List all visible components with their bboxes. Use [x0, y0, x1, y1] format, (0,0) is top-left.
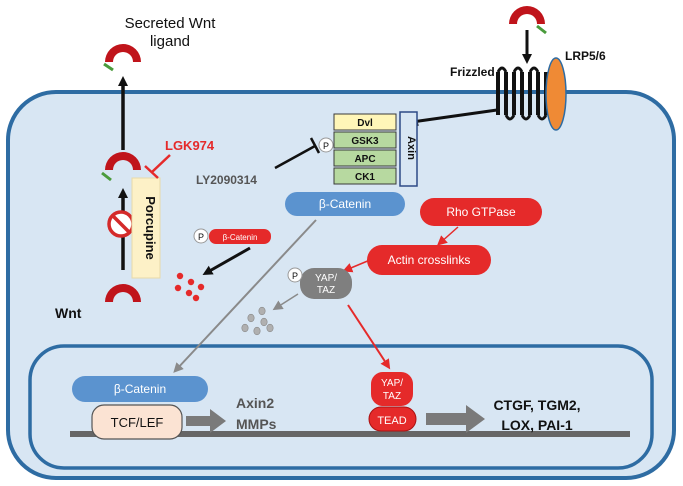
complex-box-ck1 [333, 167, 397, 185]
receptor-to-complex-arrow [408, 108, 498, 127]
ly2090314-label: LY2090314 [196, 173, 257, 187]
yap-p-label: P [292, 271, 298, 281]
beta-catenin-cyto-label: β-Catenin [319, 197, 371, 211]
degradation-arrow [202, 246, 251, 275]
beta-catenin-nuc-pill [72, 376, 208, 402]
actin-crosslinks-pill [367, 245, 491, 275]
lrp-label: LRP5/6 [565, 49, 606, 63]
yap-taz-nuc-label-1: YAP/ [381, 378, 403, 389]
yap-degraded-fragments [241, 306, 274, 336]
destruction-complex: Dvl GSK3 APC CK1 Axin [333, 111, 418, 187]
lgk974-inhibit-line [151, 154, 171, 173]
tcf-lef-box [91, 404, 183, 440]
yap-taz-cyto-pill [300, 268, 352, 299]
yap-taz-cyto-label-1: YAP/ [315, 273, 337, 284]
yap-p-marker [287, 267, 303, 283]
tead-transcription-arrow [426, 405, 485, 433]
complex-label-ck1: CK1 [355, 172, 375, 183]
lrp-receptor [545, 57, 567, 131]
targets-label-2: LOX, PAI-1 [501, 417, 573, 433]
porcupine-label: Porcupine [143, 196, 158, 260]
complex-p-label: P [323, 141, 329, 151]
yap-taz-cyto-label-2: TAZ [317, 285, 335, 296]
complex-label-dvl: Dvl [357, 118, 373, 129]
dna-line [70, 431, 630, 437]
p-beta-catenin-p-label: P [198, 232, 204, 242]
axin-box [399, 111, 418, 187]
rho-to-actin-arrow [437, 226, 459, 246]
actin-to-yap-arrow [342, 259, 371, 273]
degraded-fragments [174, 272, 205, 302]
mmps-label: MMPs [236, 416, 277, 432]
complex-p-marker [318, 137, 334, 153]
complex-label-gsk3: GSK3 [351, 136, 379, 147]
yap-taz-nuc-pill [371, 372, 413, 406]
complex-label-apc: APC [354, 154, 375, 165]
axin-label: Axin [405, 136, 417, 160]
yap-degradation-arrow [272, 293, 299, 311]
yap-nuclear-arrow [347, 304, 391, 370]
wnt-palmitoylated-icon [101, 152, 141, 182]
lgk974-inhibit-bar [144, 165, 159, 179]
secreted-wnt-label-2: ligand [150, 33, 190, 50]
wnt-ligand-icon [103, 44, 141, 72]
secreted-wnt-label-1: Secreted Wnt [125, 15, 217, 32]
rho-gtpase-label: Rho GTPase [446, 205, 516, 219]
lgk974-label: LGK974 [165, 138, 215, 153]
complex-box-gsk3 [333, 131, 397, 149]
axin2-label: Axin2 [236, 395, 274, 411]
complex-box-apc [333, 149, 397, 167]
beta-catenin-nuc-label: β-Catenin [114, 382, 166, 396]
rho-gtpase-pill [420, 198, 542, 226]
ly-inhibit-line [274, 144, 316, 170]
tcf-transcription-arrow [186, 409, 226, 433]
p-beta-catenin-marker [193, 228, 209, 244]
frizzled-receptor [496, 66, 548, 121]
complex-box-dvl [333, 113, 397, 131]
beta-catenin-nuclear-arrow [173, 219, 317, 373]
targets-label-1: CTGF, TGM2, [493, 397, 580, 413]
p-beta-catenin-label: β-Catenin [223, 233, 258, 242]
wnt-label: Wnt [55, 305, 82, 321]
tcf-lef-label: TCF/LEF [111, 415, 164, 430]
wnt-ligand-incoming-icon [509, 6, 547, 35]
wnt-icon-bottom [105, 284, 141, 302]
actin-crosslinks-label: Actin crosslinks [388, 253, 471, 267]
yap-taz-nuc-label-2: TAZ [383, 391, 401, 402]
prohibition-icon [107, 210, 135, 238]
porcupine-box [131, 177, 161, 279]
tead-pill [368, 406, 417, 432]
beta-catenin-cyto-pill [285, 192, 405, 216]
p-beta-catenin-pill [209, 229, 271, 244]
tead-label: TEAD [377, 415, 406, 427]
ly-inhibit-bar [309, 137, 321, 154]
frizzled-label: Frizzled [450, 65, 495, 79]
